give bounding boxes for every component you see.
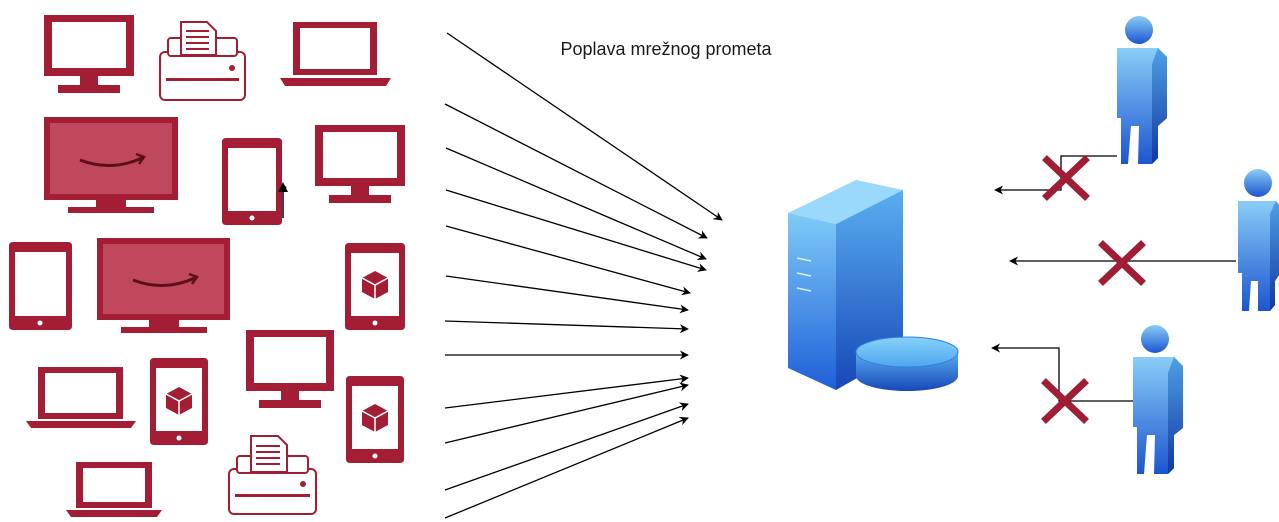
block-x-icon [1098,240,1146,286]
attacking-devices [9,15,405,517]
laptop-icon [280,22,391,86]
flood-arrow [446,32,723,221]
tablet-connector-arrow [278,182,288,218]
phone-icon [150,358,208,445]
database-icon [855,336,959,391]
flood-traffic-arrows [444,32,723,519]
user-icon [1133,325,1183,474]
blocked-connection [991,343,1133,424]
flood-caption: Poplava mrežnog prometa [560,39,772,59]
blocked-connection [1009,240,1236,286]
laptop-icon [66,462,162,517]
flood-arrow [444,320,689,334]
flood-arrow [445,147,707,260]
flood-arrow [444,382,689,444]
printer-icon [228,435,317,515]
tablet-icon [9,242,72,330]
block-x-icon [1041,378,1089,424]
flood-arrow [444,416,689,519]
tablet-icon [222,138,282,225]
server-icon [788,180,959,391]
laptop-icon [26,367,136,428]
smart-tv-icon [44,117,178,213]
flood-arrow [445,189,707,272]
block-x-icon [1042,155,1090,201]
user-icon [1238,169,1279,311]
phone-icon [345,243,405,330]
flood-arrow [444,374,689,409]
phone-icon [346,376,404,463]
printer-icon [159,21,246,101]
flood-arrow [444,402,689,491]
monitor-icon [44,15,134,93]
user-icon [1117,16,1167,164]
smart-tv-icon [97,238,230,333]
monitor-icon [246,330,334,408]
monitor-icon [315,125,405,203]
blocked-user-requests [991,155,1236,424]
flood-arrow [445,275,689,314]
flood-arrow [445,225,691,296]
blocked-connection [994,155,1117,201]
flood-arrow [444,103,708,239]
